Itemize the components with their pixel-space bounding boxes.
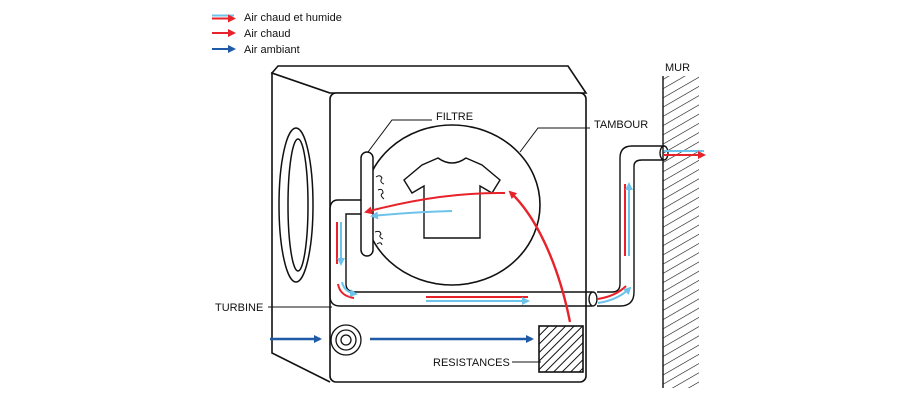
legend-item-humid-hot-air: Air chaud et humide bbox=[212, 12, 342, 24]
legend-label: Air ambiant bbox=[244, 44, 300, 56]
legend-item-hot-air: Air chaud bbox=[212, 28, 290, 40]
filter bbox=[360, 151, 374, 257]
leader-lines bbox=[268, 119, 590, 363]
label-filter: FILTRE bbox=[436, 111, 473, 123]
lint-icon bbox=[374, 175, 385, 246]
label-heating-elements: RESISTANCES bbox=[433, 357, 510, 369]
hot-air-flow bbox=[508, 190, 572, 323]
legend-label: Air chaud bbox=[244, 28, 290, 40]
label-wall: MUR bbox=[665, 62, 690, 74]
label-turbine: TURBINE bbox=[215, 302, 263, 314]
legend: Air chaud et humide Air chaud Air ambian… bbox=[212, 12, 342, 56]
legend-label: Air chaud et humide bbox=[244, 12, 342, 24]
wall bbox=[662, 76, 699, 388]
side-door bbox=[278, 127, 314, 283]
legend-item-ambient-air: Air ambiant bbox=[212, 44, 300, 56]
shirt-icon bbox=[403, 157, 501, 239]
heating-element-icon bbox=[538, 325, 584, 373]
humid-air-flow bbox=[336, 150, 706, 305]
turbine-icon bbox=[330, 324, 362, 356]
label-drum: TAMBOUR bbox=[594, 119, 648, 131]
